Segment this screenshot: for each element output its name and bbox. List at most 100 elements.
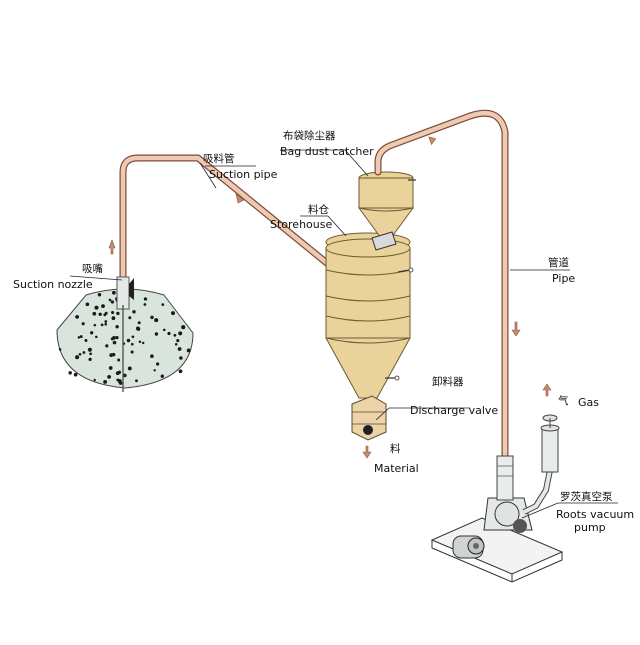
material-particle [173, 333, 177, 337]
suction-nozzle-label-zh: 吸嘴 [82, 263, 103, 275]
roots-pump-label-line1: Roots vacuum [556, 508, 634, 521]
vacuum-pipe [374, 109, 509, 470]
material-particle [161, 303, 165, 306]
material-particle [75, 355, 80, 360]
suction-pipe [119, 154, 332, 292]
arrow-down-pipe [511, 321, 521, 337]
material-particle [181, 325, 186, 330]
suction-nozzle-label: Suction nozzle [13, 278, 93, 291]
material-particle [110, 300, 115, 304]
material-particle [101, 304, 105, 308]
material-particle [85, 302, 90, 307]
discharge-valve [351, 395, 387, 441]
storehouse-label-zh: 料仓 [308, 203, 329, 216]
material-particle [174, 343, 178, 346]
material-particle [179, 356, 183, 360]
material-particle [109, 353, 114, 357]
storehouse [325, 232, 414, 399]
material-particle [154, 332, 159, 336]
material-particle [128, 316, 132, 320]
material-particle [88, 357, 92, 362]
material-particle [104, 320, 108, 323]
material-particle [87, 347, 92, 352]
material-particle [111, 310, 115, 315]
pipe-label: Pipe [552, 272, 575, 285]
material-particle [150, 354, 154, 358]
material-particle [138, 340, 142, 343]
suction-nozzle [116, 276, 134, 392]
material-particle [115, 336, 119, 340]
pipe-label-zh: 管道 [548, 256, 569, 269]
material-particle [171, 311, 175, 316]
material-particle [130, 350, 134, 354]
material-particle [126, 338, 131, 343]
material-particle [127, 366, 132, 371]
material-particle [97, 292, 102, 297]
material-particle [150, 315, 154, 320]
roots-pump-label-line2: pump [574, 521, 606, 534]
material-particle [141, 341, 145, 345]
material-particle [160, 374, 164, 378]
bag-dust-catcher-label: Bag dust catcher [280, 145, 374, 158]
material-label-zh: 料 [390, 442, 401, 455]
material-particle [167, 331, 171, 336]
material-particle [178, 369, 183, 374]
material-particle [163, 328, 166, 332]
material-particle [103, 313, 107, 317]
material-particle [82, 351, 86, 354]
material-particle [104, 322, 107, 326]
arrow-gas-up [542, 383, 552, 397]
discharge-valve-label: Discharge valve [410, 404, 498, 417]
material-particle [130, 342, 134, 346]
labels: 吸料管 Suction pipe 布袋除尘器 Bag dust catcher … [13, 129, 634, 534]
material-particle [78, 352, 82, 356]
material-particle [68, 371, 72, 375]
material-particle [58, 348, 62, 351]
material-particle [84, 339, 88, 342]
roots-pump-label-zh: 罗茨真空泵 [560, 490, 613, 503]
material-particle [115, 371, 120, 376]
suction-pipe-label-zh: 吸料管 [203, 152, 235, 165]
discharge-valve-label-zh: 卸料器 [432, 375, 464, 388]
material-particle [111, 316, 116, 321]
material-particle [93, 323, 97, 327]
material-particle [131, 335, 135, 339]
material-particle [103, 379, 108, 384]
material-particle [132, 310, 136, 314]
material-particle [143, 303, 147, 306]
material-particle [176, 339, 180, 343]
material-particle [107, 375, 111, 379]
material-particles [58, 290, 191, 385]
material-particle [118, 381, 123, 385]
leader-lines [69, 149, 618, 519]
material-particle [73, 372, 78, 377]
material-particle [81, 322, 85, 326]
material-particle [143, 297, 148, 301]
material-particle [117, 358, 121, 362]
material-particle [115, 325, 119, 329]
bag-dust-catcher-label-zh: 布袋除尘器 [283, 129, 336, 142]
suction-pipe-label: Suction pipe [209, 168, 278, 181]
material-particle [92, 311, 97, 316]
material-particle [135, 326, 140, 331]
material-label: Material [374, 462, 419, 475]
roots-vacuum-pump [430, 414, 564, 583]
material-particle [98, 312, 102, 316]
flow-arrows [108, 136, 552, 459]
material-particle [177, 347, 182, 351]
material-particle [79, 335, 83, 339]
arrow-top-pipe [428, 136, 437, 146]
material-particle [108, 298, 112, 302]
arrow-up-nozzle [108, 239, 116, 255]
material-pile [56, 288, 194, 389]
material-particle [186, 348, 191, 353]
material-particle [135, 379, 138, 383]
material-particle [112, 290, 116, 295]
bag-dust-catcher [358, 171, 416, 251]
material-particle [75, 315, 79, 319]
material-particle [112, 340, 117, 345]
material-particle [122, 373, 127, 378]
arrow-suction-pipe [235, 193, 245, 204]
